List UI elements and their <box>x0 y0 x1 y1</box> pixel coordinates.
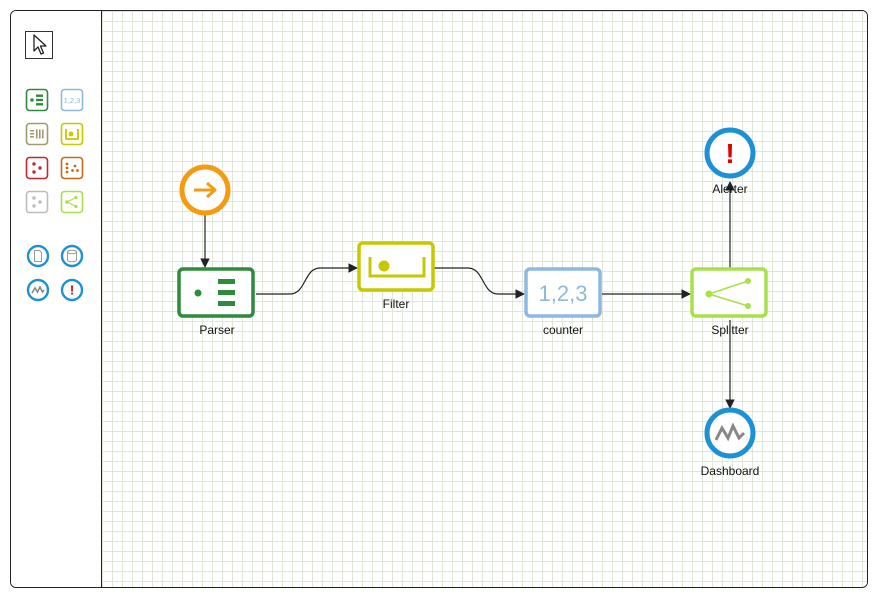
counter-glyph: 1,2,3 <box>539 281 588 306</box>
pointer-tool[interactable] <box>25 31 53 59</box>
counter-node[interactable]: 1,2,3 <box>524 267 602 318</box>
filter-tool[interactable] <box>60 122 84 146</box>
counter-tool-glyph: 1,2,3 <box>64 96 81 105</box>
dots-tool[interactable] <box>25 156 49 180</box>
filter-icon <box>60 122 84 146</box>
alert-tool-glyph: ! <box>70 283 74 298</box>
counter-label: counter <box>543 323 583 337</box>
exclamation-icon: ! <box>725 138 734 169</box>
bars-icon <box>25 122 49 146</box>
database-icon <box>60 244 84 268</box>
dashboard-node[interactable] <box>704 407 756 459</box>
counter-tool[interactable]: 1,2,3 <box>60 88 84 112</box>
cluster-icon <box>60 156 84 180</box>
numbers-icon: 1,2,3 <box>60 88 84 112</box>
wave-icon <box>714 422 746 442</box>
filter-label: Filter <box>383 297 410 311</box>
edge-filter-counter[interactable] <box>434 267 525 299</box>
source-node[interactable] <box>179 164 231 216</box>
document-tool[interactable] <box>26 244 50 268</box>
exclamation-icon: ! <box>60 278 84 302</box>
database-tool[interactable] <box>60 244 84 268</box>
splitter-label: Splitter <box>711 323 748 337</box>
grey-dots-icon <box>25 190 49 214</box>
arrow-right-icon <box>194 181 217 199</box>
list-icon <box>194 279 235 306</box>
parser-label: Parser <box>199 323 234 337</box>
filter-icon <box>368 257 426 278</box>
monitor-tool[interactable] <box>26 278 50 302</box>
filter-node[interactable] <box>357 241 435 292</box>
share-icon <box>705 278 751 309</box>
dots-icon <box>25 156 49 180</box>
list-icon <box>25 88 49 112</box>
share-icon <box>60 190 84 214</box>
grey-dots-tool[interactable] <box>25 190 49 214</box>
alerter-label: Alerter <box>712 182 747 196</box>
bars-tool[interactable] <box>25 122 49 146</box>
splitter-node[interactable] <box>690 267 768 318</box>
wave-icon <box>26 278 50 302</box>
palette-panel: 1,2,3 <box>11 11 102 587</box>
alerter-node[interactable]: ! <box>704 127 756 179</box>
document-icon <box>26 244 50 268</box>
pointer-icon <box>33 34 47 55</box>
splitter-tool[interactable] <box>60 190 84 214</box>
parser-tool[interactable] <box>25 88 49 112</box>
parser-node[interactable] <box>177 267 255 318</box>
alert-tool[interactable]: ! <box>60 278 84 302</box>
cluster-tool[interactable] <box>60 156 84 180</box>
edge-parser-filter[interactable] <box>256 263 358 295</box>
dashboard-label: Dashboard <box>701 464 760 478</box>
